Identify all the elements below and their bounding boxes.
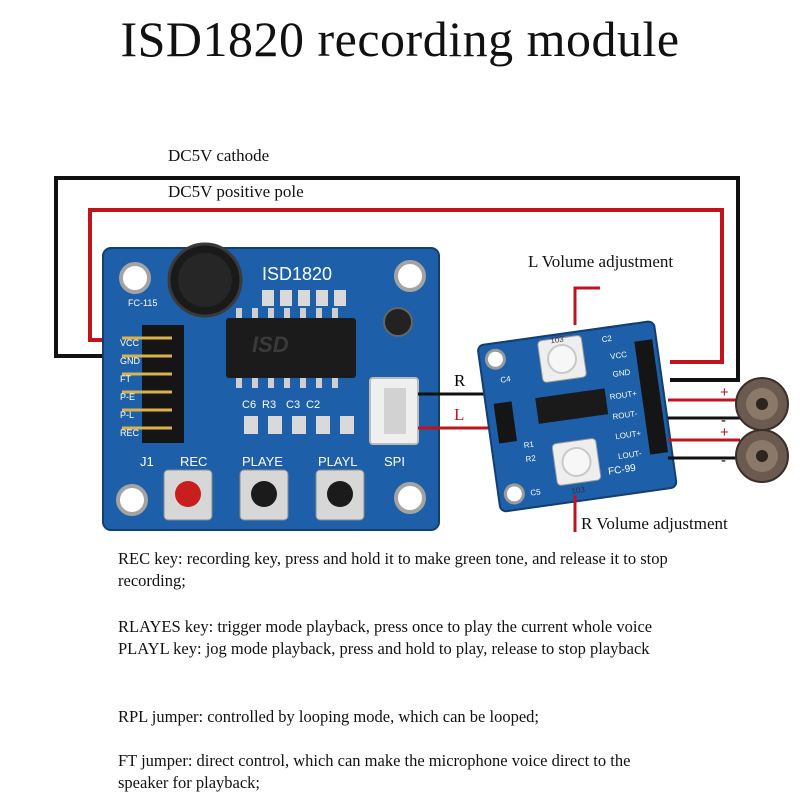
- isd-chip-label: ISD: [252, 332, 289, 357]
- description-rpl-jumper: RPL jumper: controlled by looping mode, …: [118, 707, 539, 726]
- amp-res-r1: R1: [523, 440, 535, 450]
- r-volume-pot: [551, 438, 602, 486]
- polarity-2: -: [721, 412, 726, 429]
- description-playe-key: RLAYES key: trigger mode playback, press…: [118, 617, 653, 658]
- l-volume-label: L Volume adjustment: [528, 252, 674, 271]
- cathode-wire: [54, 176, 740, 382]
- amp-pin-vcc: VCC: [610, 350, 628, 361]
- l-volume-pot: [537, 335, 587, 383]
- amp-model: FC-99: [607, 463, 636, 478]
- l-wire-label: L: [454, 405, 464, 424]
- amp-pin-rout-plus: ROUT+: [609, 389, 638, 402]
- positive-wire: [88, 208, 724, 364]
- amp-pin-lout-minus: LOUT-: [618, 449, 643, 461]
- rec-button-graphic: [163, 469, 213, 521]
- btn-label-rec: REC: [180, 454, 207, 469]
- polarity-3: +: [720, 424, 729, 441]
- comp-r3: R3: [262, 399, 276, 411]
- pot-top-code: 103: [550, 335, 565, 346]
- description-ft-jumper: FT jumper: direct control, which can mak…: [118, 751, 631, 792]
- amp-cap-c2: C2: [601, 334, 613, 344]
- isd-chip: [226, 318, 356, 378]
- description-rec-key: REC key: recording key, press and hold i…: [118, 549, 668, 590]
- r-wire-label: R: [454, 371, 466, 390]
- pin-ft: FT: [120, 374, 131, 384]
- amplifier-board: 103 103 VCC GND ROUT+ ROUT- LOUT+ LOUT- …: [477, 320, 678, 513]
- wiring-diagram: ISD1820 FC-115 ISD C6 R3 C3 C2 VCC GND F…: [54, 176, 789, 532]
- pin-vcc: VCC: [120, 338, 140, 348]
- positive-label: DC5V positive pole: [168, 182, 304, 201]
- comp-c6: C6: [242, 399, 256, 411]
- pin-pl: P-L: [120, 410, 134, 420]
- playl-button-graphic: [315, 469, 365, 521]
- pin-gnd: GND: [120, 356, 141, 366]
- amp-pin-rout-minus: ROUT-: [612, 409, 638, 421]
- amp-pin-lout-plus: LOUT+: [615, 429, 642, 442]
- comp-c2: C2: [306, 399, 320, 411]
- l-volume-pointer: [573, 286, 600, 325]
- pin-pe: P-E: [120, 392, 135, 402]
- spi-label: SPI: [384, 454, 405, 469]
- polarity-4: -: [721, 452, 726, 469]
- polarity-1: +: [720, 384, 729, 401]
- pin-rec: REC: [120, 428, 140, 438]
- comp-c3: C3: [286, 399, 300, 411]
- speaker-2: [735, 429, 789, 483]
- amp-cap-c4: C4: [500, 374, 512, 384]
- speaker-1: [735, 377, 789, 431]
- playe-button-graphic: [239, 469, 289, 521]
- electrolytic-capacitor: [383, 307, 413, 337]
- isd-board-name: ISD1820: [262, 264, 332, 284]
- pin-header: [142, 325, 184, 443]
- amp-cap-c5: C5: [530, 487, 542, 497]
- amp-pin-gnd: GND: [612, 368, 631, 379]
- amp-res-r2: R2: [525, 454, 537, 464]
- cathode-label: DC5V cathode: [168, 146, 270, 165]
- header-j1: J1: [140, 454, 154, 469]
- btn-label-playl: PLAYL: [318, 454, 358, 469]
- page-title: ISD1820 recording module: [120, 11, 680, 67]
- btn-label-playe: PLAYE: [242, 454, 283, 469]
- isd1820-board: ISD1820 FC-115 ISD C6 R3 C3 C2 VCC GND F…: [102, 242, 440, 531]
- r-volume-label: R Volume adjustment: [581, 514, 728, 533]
- isd-board-model: FC-115: [128, 298, 157, 308]
- pot-bottom-code: 103: [571, 485, 586, 496]
